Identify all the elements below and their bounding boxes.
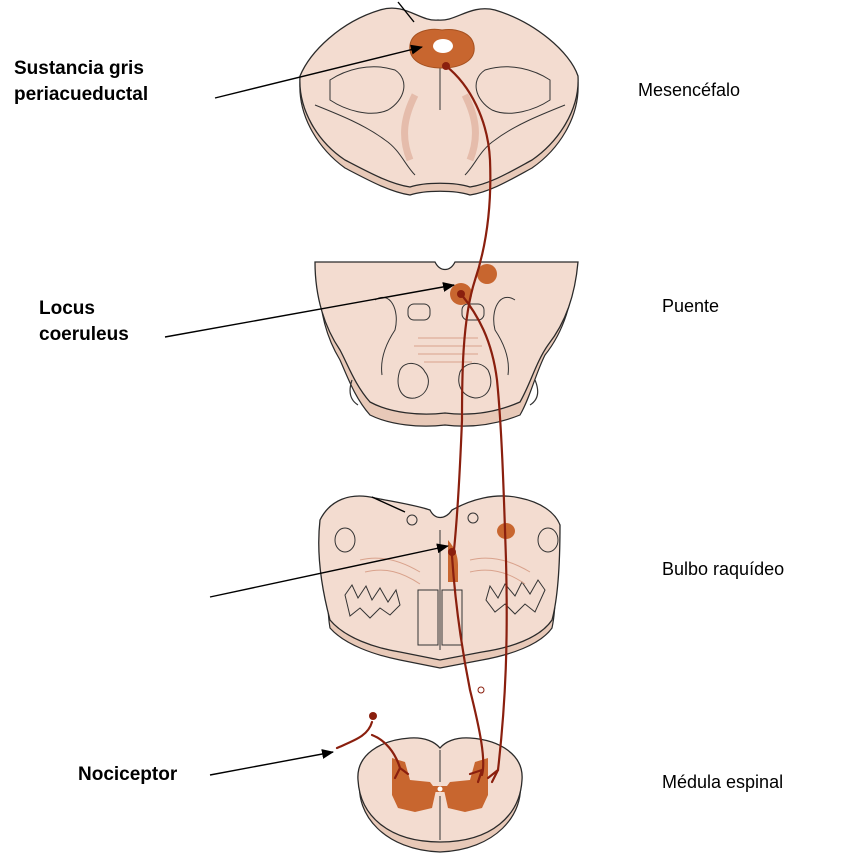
label-puente: Puente [662, 294, 719, 318]
label-lc-line1: Locus [39, 296, 129, 322]
medulla-top [319, 496, 560, 660]
label-pag-line2: periacueductal [14, 82, 148, 108]
label-nociceptor: Nociceptor [78, 762, 177, 788]
label-mesencefalo: Mesencéfalo [638, 78, 740, 102]
nociceptor-soma [369, 712, 377, 720]
central-canal [438, 787, 443, 792]
medulla-section [319, 496, 560, 668]
arrow-nociceptor [210, 752, 333, 775]
label-bulbo-raquideo: Bulbo raquídeo [662, 557, 784, 581]
label-lc-line2: coeruleus [39, 322, 129, 348]
cerebral-aqueduct [433, 39, 453, 53]
label-medula-espinal: Médula espinal [662, 770, 783, 794]
mesencephalon-section [300, 8, 578, 195]
label-periaqueductal-gray: Sustancia gris periacueductal [14, 56, 148, 108]
fiber-node [478, 687, 484, 693]
label-locus-coeruleus: Locus coeruleus [39, 296, 129, 348]
label-pag-line1: Sustancia gris [14, 56, 148, 82]
spinal-cord-section [358, 738, 522, 852]
